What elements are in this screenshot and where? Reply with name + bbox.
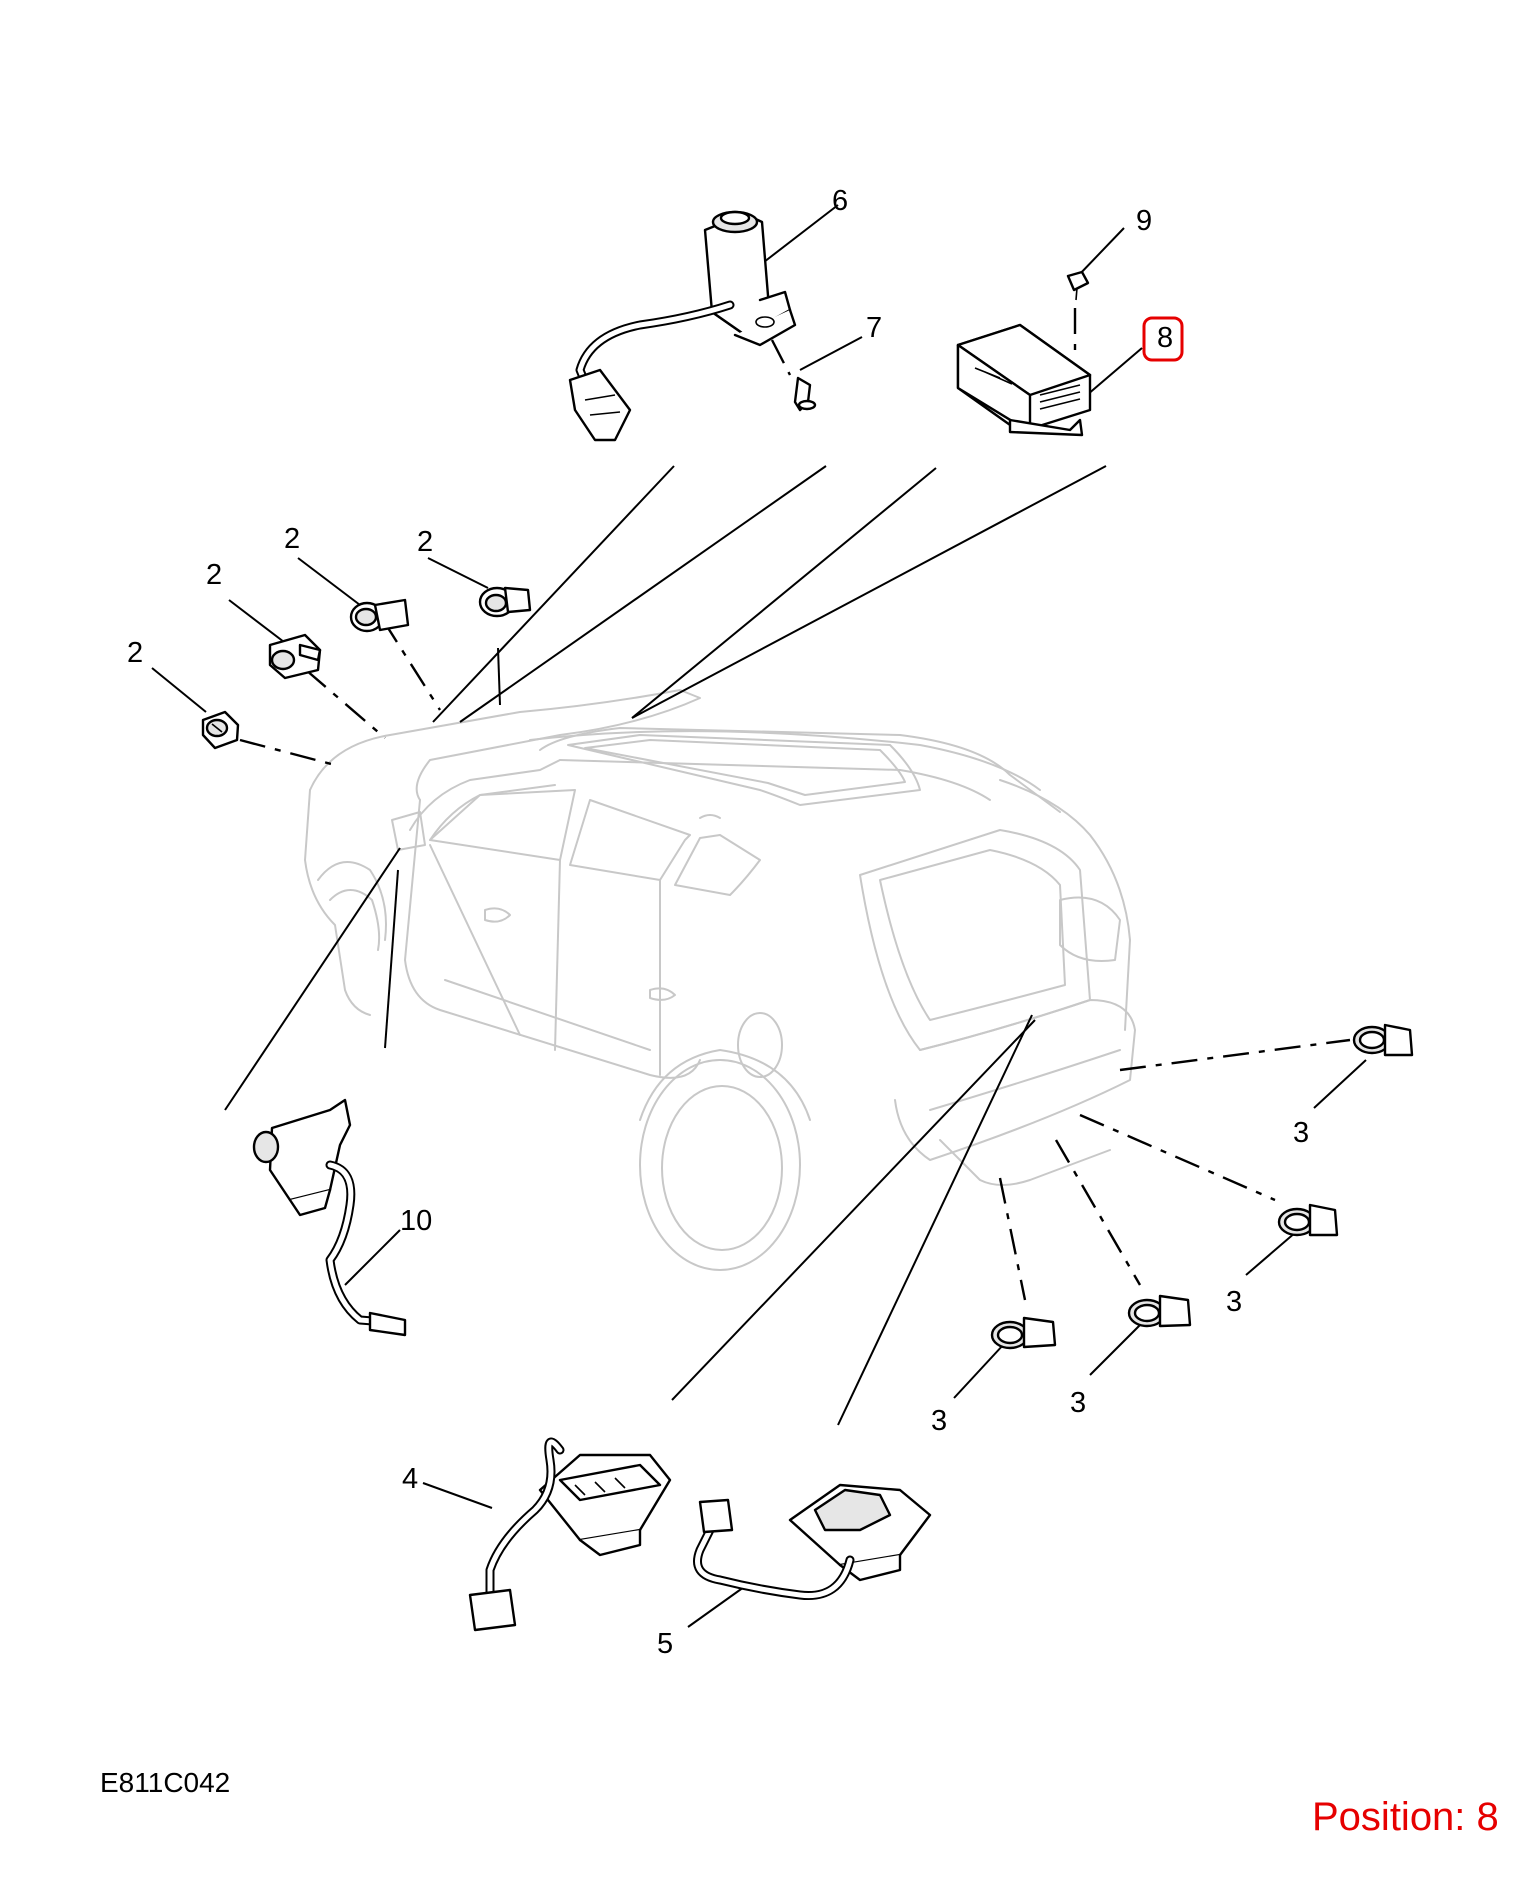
- callout-9: 9: [1136, 205, 1152, 237]
- part-6-camera[interactable]: [568, 210, 797, 442]
- callout-2-b: 2: [206, 559, 222, 591]
- part-8-control-module[interactable]: [956, 323, 1092, 437]
- part-3-rear-sensor-b[interactable]: [1277, 1203, 1339, 1237]
- callout-4: 4: [402, 1463, 418, 1495]
- part-5-camera-harness[interactable]: [693, 1483, 932, 1601]
- part-9-bolt[interactable]: [1066, 270, 1090, 301]
- part-10-side-camera[interactable]: [252, 1098, 407, 1337]
- part-2-front-sensor-d[interactable]: [478, 586, 532, 618]
- callout-3-a: 3: [1293, 1117, 1309, 1149]
- leader-lines: [151, 204, 1367, 1628]
- callout-7: 7: [866, 312, 882, 344]
- part-3-rear-sensor-d[interactable]: [990, 1316, 1057, 1350]
- callout-3-b: 3: [1226, 1286, 1242, 1318]
- callout-2-d: 2: [417, 526, 433, 558]
- part-4-tailgate-camera[interactable]: [468, 1437, 672, 1632]
- callout-labels: 6 7 9 8 2 2 2 2 3 3 3 3 4 5 10: [127, 185, 1309, 1660]
- part-2-front-sensor-a[interactable]: [201, 710, 240, 750]
- callout-10: 10: [400, 1205, 432, 1237]
- callout-8: 8: [1157, 322, 1173, 354]
- callout-2-c: 2: [284, 523, 300, 555]
- part-2-front-sensor-c[interactable]: [349, 598, 410, 633]
- part-3-rear-sensor-c[interactable]: [1127, 1294, 1192, 1328]
- dashed-leaders: [239, 308, 1351, 1301]
- part-3-rear-sensor-a[interactable]: [1352, 1023, 1414, 1057]
- callout-8-highlight-box: [1142, 316, 1184, 362]
- position-label: Position: 8: [1312, 1795, 1499, 1839]
- drawing-code: E811C042: [100, 1767, 231, 1798]
- callout-5: 5: [657, 1628, 673, 1660]
- part-7-screw[interactable]: [793, 376, 817, 412]
- callout-3-c: 3: [1070, 1387, 1086, 1419]
- vehicle-outline: [304, 689, 1136, 1271]
- part-2-front-sensor-b[interactable]: [268, 633, 322, 680]
- callout-2-a: 2: [127, 637, 143, 669]
- callout-3-d: 3: [931, 1405, 947, 1437]
- callout-6: 6: [832, 185, 848, 217]
